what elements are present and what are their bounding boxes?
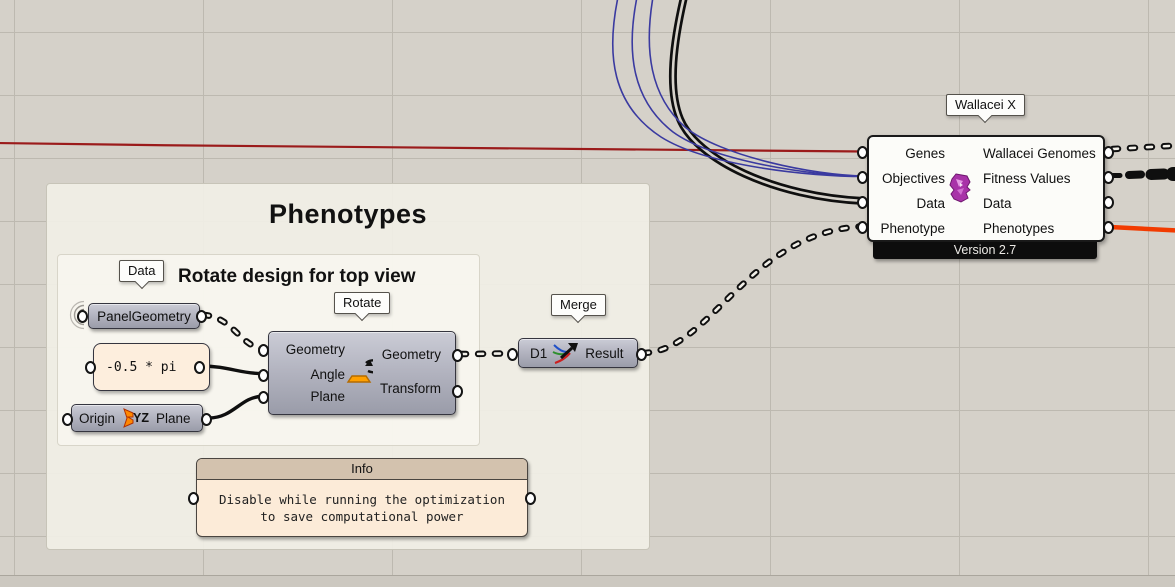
wallacei-output-phenotypes: Phenotypes: [983, 221, 1055, 236]
canvas-bottom-strip: [0, 575, 1175, 587]
grip-wallacei-data-in[interactable]: [857, 196, 868, 209]
wire-blue-2[interactable]: [631, 0, 865, 177]
wallacei-input-phenotype: Phenotype: [880, 221, 945, 236]
yz-plane-icon: [123, 408, 134, 428]
wallacei-body[interactable]: Genes Objectives Data Phenotype Wallacei…: [867, 135, 1105, 242]
wallacei-face-icon: [949, 173, 971, 203]
wire-panel-angle[interactable]: [200, 364, 262, 376]
wire-plane-plane[interactable]: [208, 394, 262, 420]
tag-data: Data: [119, 260, 165, 282]
grip-plane-out[interactable]: [201, 413, 212, 426]
component-expression-panel[interactable]: -0.5 * pi: [93, 343, 210, 391]
merge-input-label: D1: [530, 345, 548, 361]
panelgeometry-label: PanelGeometry: [97, 308, 191, 324]
group-rotate-view-title: Rotate design for top view: [178, 266, 416, 287]
yz-icon-label: YZ: [133, 411, 149, 425]
component-info-panel[interactable]: Info Disable while running the optimizat…: [196, 458, 528, 537]
info-panel-text: Disable while running the optimization t…: [219, 492, 505, 524]
grip-wallacei-data-out[interactable]: [1103, 196, 1114, 209]
component-rotate[interactable]: Geometry Angle Plane Geometry Transform: [268, 331, 456, 415]
grip-info-out[interactable]: [525, 492, 536, 505]
component-yz-plane[interactable]: Origin YZ Plane: [71, 404, 203, 432]
grip-merge-d1-in[interactable]: [507, 348, 518, 361]
plane-input-label: Origin: [79, 410, 116, 426]
rotate-output-geometry: Geometry: [381, 347, 441, 362]
grip-rotate-geometry-out[interactable]: [452, 349, 463, 362]
wire-blue-1[interactable]: [611, 0, 865, 178]
tag-merge: Merge: [551, 294, 606, 316]
grip-panel-out[interactable]: [194, 361, 205, 374]
rotate-output-transform: Transform: [379, 381, 441, 396]
wire-wallacei-phenotypes-out[interactable]: [1109, 224, 1175, 233]
expression-value: -0.5 * pi: [106, 359, 177, 375]
wallacei-output-data: Data: [983, 196, 1012, 211]
wire-rotate-merge[interactable]: [457, 350, 514, 358]
grip-wallacei-genomes-out[interactable]: [1103, 146, 1114, 159]
rotate-input-plane: Plane: [310, 389, 345, 404]
grip-wallacei-phenotype-in[interactable]: [857, 221, 868, 234]
component-panelgeometry[interactable]: PanelGeometry: [88, 303, 200, 329]
wire-blue-3[interactable]: [648, 0, 865, 177]
wire-wallacei-fitness-out[interactable]: [1110, 167, 1175, 181]
wire-red-genes[interactable]: [0, 141, 865, 153]
wire-panelgeometry-rotate[interactable]: [200, 311, 266, 353]
merge-icon: [552, 343, 579, 364]
grip-wallacei-genes-in[interactable]: [857, 146, 868, 159]
grip-panel-in[interactable]: [85, 361, 96, 374]
tag-wallacei-x: Wallacei X: [946, 94, 1025, 116]
wallacei-input-genes: Genes: [905, 146, 945, 161]
grip-rotate-plane-in[interactable]: [258, 391, 269, 404]
rotate-icon: [346, 359, 373, 383]
wallacei-output-fitness: Fitness Values: [983, 171, 1071, 186]
rotate-input-geometry: Geometry: [285, 342, 345, 357]
grip-rotate-transform-out[interactable]: [452, 385, 463, 398]
wire-black-data[interactable]: [668, 0, 865, 205]
tag-rotate: Rotate: [334, 292, 391, 314]
component-wallacei-x[interactable]: Genes Objectives Data Phenotype Wallacei…: [867, 135, 1105, 259]
wallacei-output-genomes: Wallacei Genomes: [983, 146, 1096, 161]
plane-output-label: Plane: [156, 410, 191, 426]
grip-rotate-angle-in[interactable]: [258, 369, 269, 382]
wire-merge-wallacei[interactable]: [640, 223, 865, 357]
rotate-input-angle: Angle: [310, 367, 345, 382]
component-merge[interactable]: D1 Result: [518, 338, 638, 368]
grip-wallacei-fitness-out[interactable]: [1103, 171, 1114, 184]
grip-panelgeometry-out[interactable]: [196, 310, 207, 323]
group-phenotypes-title: Phenotypes: [268, 199, 428, 229]
merge-output-label: Result: [585, 345, 624, 361]
wallacei-input-data: Data: [916, 196, 945, 211]
wallacei-input-objectives: Objectives: [881, 171, 945, 186]
grip-panelgeometry-in[interactable]: [77, 310, 88, 323]
grip-wallacei-objectives-in[interactable]: [857, 171, 868, 184]
grip-wallacei-phenotypes-out[interactable]: [1103, 221, 1114, 234]
wire-wallacei-genomes-out[interactable]: [1109, 142, 1175, 153]
grip-info-in[interactable]: [188, 492, 199, 505]
info-panel-title: Info: [197, 459, 527, 480]
grip-rotate-geometry-in[interactable]: [258, 344, 269, 357]
wallacei-version-bar: Version 2.7: [873, 242, 1097, 259]
grip-merge-result-out[interactable]: [636, 348, 647, 361]
grip-plane-in[interactable]: [62, 413, 73, 426]
